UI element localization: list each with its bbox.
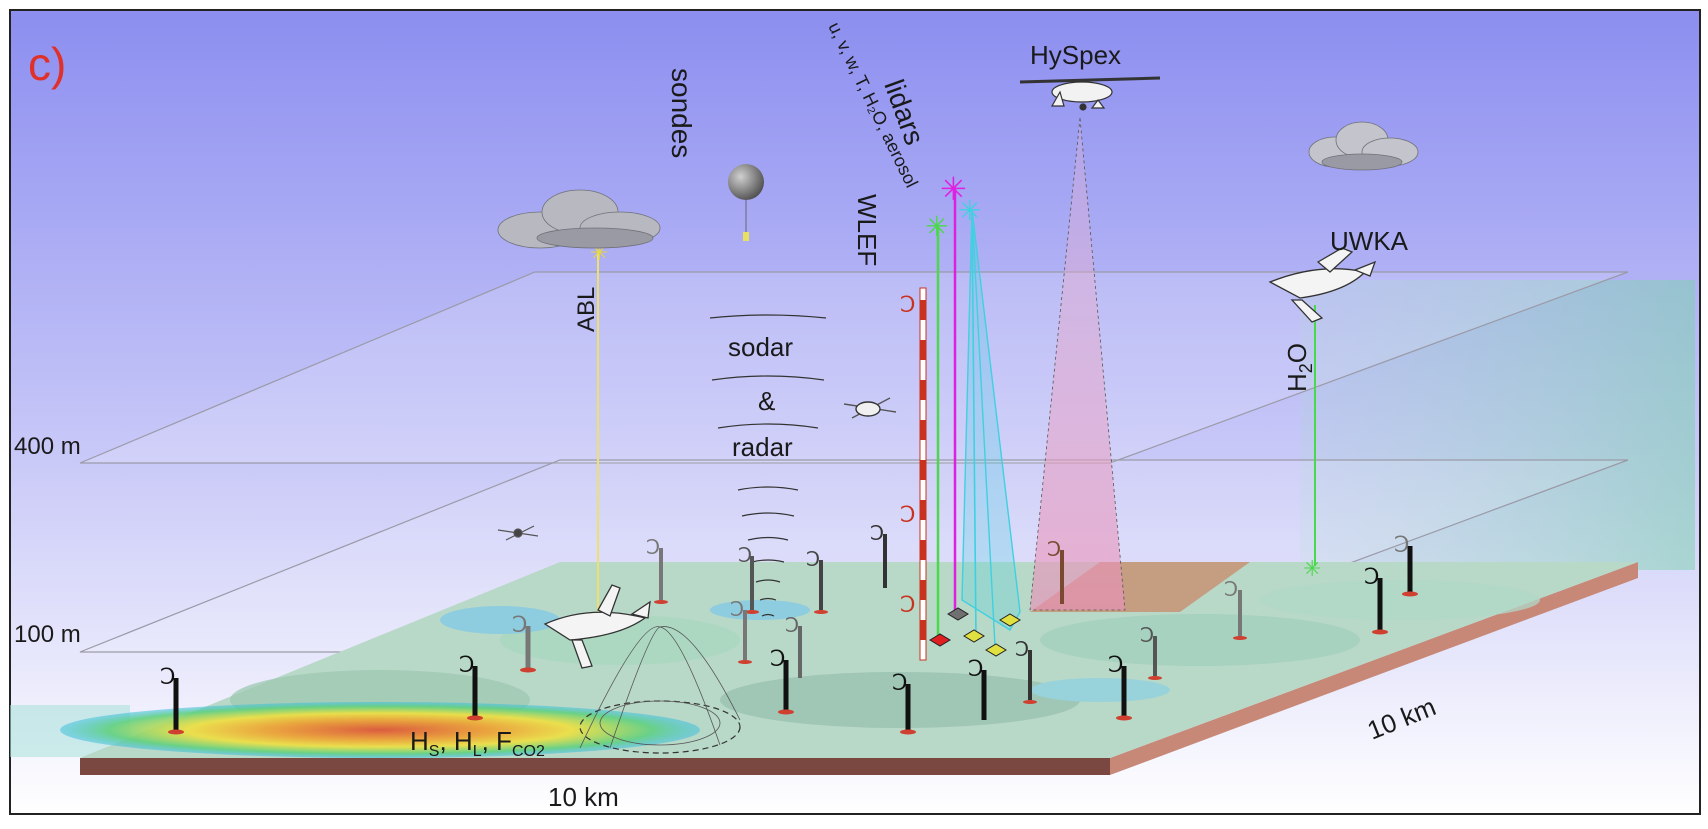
lidar-units xyxy=(929,607,1021,657)
svg-text:✳: ✳ xyxy=(958,195,981,226)
flux-tower: Ↄ xyxy=(968,656,987,720)
svg-text:Ↄ: Ↄ xyxy=(459,652,474,677)
wlef-tower: Ↄ Ↄ Ↄ xyxy=(900,287,927,661)
h2o-star: ✳ xyxy=(1303,556,1321,581)
land-cover xyxy=(230,580,1540,730)
svg-text:Ↄ: Ↄ xyxy=(512,612,527,637)
svg-text:Ↄ: Ↄ xyxy=(730,599,744,621)
label-400m: 400 m xyxy=(14,433,81,460)
h2o-field xyxy=(1300,280,1695,570)
flux-tower: Ↄ xyxy=(1364,564,1388,635)
label-sodar: sodar xyxy=(728,332,793,362)
svg-text:Ↄ: Ↄ xyxy=(892,670,907,695)
svg-text:Ↄ: Ↄ xyxy=(1047,539,1061,561)
panel-label: c) xyxy=(28,38,66,90)
flux-tower: Ↄ xyxy=(730,599,752,664)
label-wlef: WLEF xyxy=(852,194,882,266)
footprint-cone xyxy=(579,626,741,749)
flux-tower: Ↄ xyxy=(770,646,794,715)
label-100m: 100 m xyxy=(14,621,81,648)
flux-tower: Ↄ xyxy=(1047,539,1064,604)
cloud-left xyxy=(497,189,661,249)
flux-tower: Ↄ xyxy=(1108,652,1132,721)
svg-text:Ↄ: Ↄ xyxy=(1224,579,1238,601)
airplane-hyspex xyxy=(1019,76,1161,111)
label-radar: radar xyxy=(732,432,793,462)
svg-text:Ↄ: Ↄ xyxy=(646,537,660,559)
sonde-payload xyxy=(743,232,749,241)
flux-tower: Ↄ xyxy=(512,612,536,673)
lidar-beams: ✳ ✳ ✳ xyxy=(925,171,1021,647)
svg-text:Ↄ: Ↄ xyxy=(1015,639,1029,661)
sonde-balloon xyxy=(728,164,764,200)
svg-text:Ↄ: Ↄ xyxy=(870,523,884,545)
flux-tower: Ↄ xyxy=(1394,532,1418,597)
flux-tower: Ↄ xyxy=(785,615,802,678)
svg-text:Ↄ: Ↄ xyxy=(1140,625,1154,647)
flux-tower: Ↄ xyxy=(1015,639,1037,704)
flux-tower: Ↄ xyxy=(160,664,184,735)
svg-text:✳: ✳ xyxy=(940,171,967,207)
svg-text:Ↄ: Ↄ xyxy=(900,502,915,527)
svg-text:Ↄ: Ↄ xyxy=(160,664,175,689)
flux-tower: Ↄ xyxy=(738,545,759,614)
ground-right-side xyxy=(1110,562,1638,775)
svg-text:Ↄ: Ↄ xyxy=(1364,564,1379,589)
svg-text:Ↄ: Ↄ xyxy=(806,549,820,571)
label-dist-bottom: 10 km xyxy=(548,782,619,812)
plane-400m xyxy=(79,271,1629,464)
flux-tower: Ↄ xyxy=(892,670,916,735)
svg-text:Ↄ: Ↄ xyxy=(738,545,752,567)
label-fluxes: HS, HL, FCO2 xyxy=(410,726,545,760)
label-sondes: sondes xyxy=(666,68,697,158)
svg-text:Ↄ: Ↄ xyxy=(770,646,785,671)
svg-text:Ↄ: Ↄ xyxy=(900,292,915,317)
ground-front-side xyxy=(80,758,1110,775)
svg-text:Ↄ: Ↄ xyxy=(968,656,983,681)
sodar-radar-beams xyxy=(709,314,827,617)
svg-text:Ↄ: Ↄ xyxy=(900,592,915,617)
svg-text:✳: ✳ xyxy=(925,211,948,242)
airplane-low xyxy=(543,584,651,669)
flux-tower: Ↄ xyxy=(646,537,668,604)
label-hyspex: HySpex xyxy=(1030,40,1121,70)
drone-left xyxy=(497,525,539,541)
flux-tower: Ↄ xyxy=(806,549,828,614)
flux-tower: Ↄ xyxy=(1140,625,1162,680)
flux-tower: Ↄ xyxy=(1224,579,1247,640)
svg-text:Ↄ: Ↄ xyxy=(1108,652,1123,677)
flux-footprint xyxy=(60,702,700,758)
airplane-uwka xyxy=(1268,247,1377,323)
label-uwka: UWKA xyxy=(1330,226,1409,256)
label-abl: ABL xyxy=(573,287,600,332)
flux-tower: Ↄ xyxy=(870,523,887,588)
drone-center xyxy=(843,397,897,419)
panel-frame xyxy=(9,9,1701,815)
flux-tower: Ↄ xyxy=(459,652,483,721)
hyspex-cone xyxy=(1029,117,1126,611)
svg-text:Ↄ: Ↄ xyxy=(785,615,799,637)
label-h2o: H2O xyxy=(1282,343,1316,392)
svg-text:Ↄ: Ↄ xyxy=(1394,532,1409,557)
flux-towers: Ↄ Ↄ Ↄ Ↄ Ↄ Ↄ Ↄ Ↄ Ↄ Ↄ Ↄ Ↄ Ↄ Ↄ Ↄ Ↄ Ↄ Ↄ Ↄ xyxy=(160,523,1418,735)
cloud-right xyxy=(1308,121,1419,171)
label-amp: & xyxy=(758,386,775,416)
